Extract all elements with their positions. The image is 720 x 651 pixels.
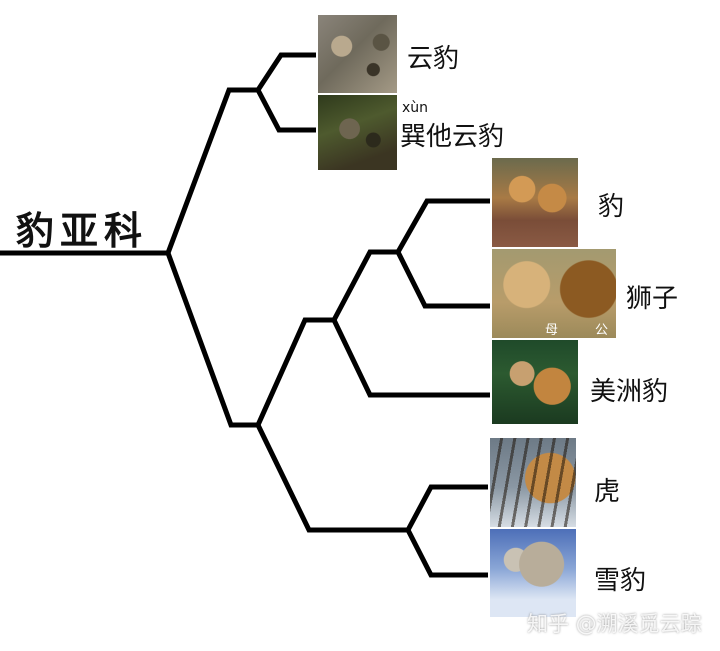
leaf-label-tiger: 虎	[594, 477, 621, 507]
leaf-label-sunda-clouded-leopard: 巽他云豹	[400, 122, 505, 152]
branch-leopard-lion-jaguar-clade	[255, 317, 334, 427]
branch-snow-leopard	[405, 528, 488, 578]
leopard-photo	[492, 158, 578, 247]
leaf-label-snow-leopard: 雪豹	[594, 566, 647, 596]
jaguar-photo	[492, 340, 578, 424]
tiger-photo	[490, 438, 576, 527]
lion-tag-male: 公	[595, 323, 609, 338]
branch-lion	[395, 250, 490, 309]
branch-leopard-lion-clade	[331, 249, 398, 322]
leaf-label-lion: 狮子	[626, 284, 679, 314]
pinyin-annotation: xùn	[402, 100, 429, 116]
leaf-label-clouded-leopard: 云豹	[407, 44, 460, 74]
watermark: 知乎 @溯溪觅云踪	[527, 612, 702, 636]
snow-leopard-photo	[490, 529, 576, 617]
branch-jaguar	[331, 318, 490, 398]
branch-clouded-clade	[165, 87, 258, 254]
branch-tiger	[405, 484, 488, 532]
leaf-label-jaguar: 美洲豹	[590, 377, 669, 407]
branch-leopard	[395, 198, 490, 254]
branch-sunda-clouded-leopard	[255, 88, 316, 133]
branch-clouded-leopard	[255, 52, 316, 92]
leaf-label-leopard: 豹	[598, 192, 625, 222]
root-label-pantherinae: 豹亚科	[16, 208, 149, 253]
sunda-clouded-leopard-photo	[318, 95, 397, 170]
lion-tag-female: 母	[545, 323, 559, 338]
branch-panthera-clade	[165, 252, 258, 428]
clouded-leopard-photo	[318, 15, 397, 93]
branch-tiger-snow-clade	[255, 423, 408, 533]
lion-photo: 母 公	[492, 249, 616, 338]
